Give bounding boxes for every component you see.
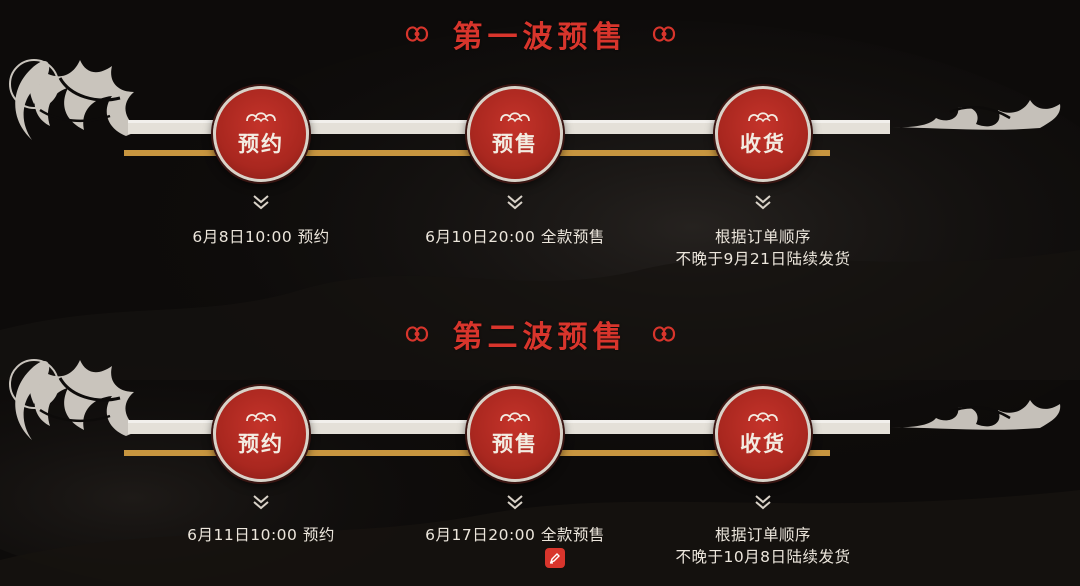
step-caption: 根据订单顺序 不晚于9月21日陆续发货 [648,226,878,270]
caption-line: 不晚于9月21日陆续发货 [675,250,851,268]
step-caption: 6月8日10:00 预约 [146,226,376,248]
step-label: 预约 [238,131,284,156]
double-chevron-down-icon [755,195,771,210]
double-chevron-down-icon [253,195,269,210]
auspicious-cloud-icon [246,112,276,123]
step-caption: 6月17日20:00 全款预售 [400,524,630,546]
ink-wave-swirl-icon [890,100,1061,130]
caption-line: 6月10日20:00 全款预售 [425,228,605,246]
caption-line: 6月11日10:00 预约 [187,526,335,544]
wave-heading: 第一波预售 [0,14,1080,55]
wave-heading: 第二波预售 [0,314,1080,355]
step-label: 收货 [740,431,786,456]
step-caption: 根据订单顺序 不晚于10月8日陆续发货 [648,524,878,568]
wave-1-section: 第一波预售 预约 预售 收货 6月8日 [0,0,1080,290]
step-node-presale: 预售 [467,86,563,182]
double-chevron-down-icon [507,195,523,210]
pen-edit-badge-icon [545,548,565,568]
auspicious-cloud-icon [748,412,778,423]
cloud-scroll-ornament-icon [652,326,675,342]
caption-line: 6月8日10:00 预约 [192,228,330,246]
double-chevron-down-icon [253,495,269,510]
wave-title: 第二波预售 [452,320,628,355]
wave-title: 第一波预售 [452,20,628,55]
auspicious-cloud-icon [246,412,276,423]
cloud-scroll-ornament-icon [405,326,428,342]
caption-line: 根据订单顺序 [714,228,811,246]
caption-line: 不晚于10月8日陆续发货 [675,548,851,566]
step-label: 预售 [492,131,538,156]
wave-2-section: 第二波预售 预约 预售 收货 6月11日10:00 预约 [0,300,1080,586]
step-label: 预售 [492,431,538,456]
step-label: 预约 [238,431,284,456]
step-caption: 6月10日20:00 全款预售 [400,226,630,248]
caption-line: 根据订单顺序 [714,526,811,544]
caption-line: 6月17日20:00 全款预售 [425,526,605,544]
step-node-presale: 预售 [467,386,563,482]
step-node-reserve: 预约 [213,86,309,182]
step-caption: 6月11日10:00 预约 [146,524,376,546]
cloud-scroll-ornament-icon [405,26,428,42]
double-chevron-down-icon [755,495,771,510]
ink-wave-swirl-icon [890,400,1061,430]
ink-flame-swirl-icon [9,59,141,140]
step-label: 收货 [740,131,786,156]
auspicious-cloud-icon [500,112,530,123]
step-node-receive: 收货 [715,386,811,482]
step-node-reserve: 预约 [213,386,309,482]
double-chevron-down-icon [507,495,523,510]
step-node-receive: 收货 [715,86,811,182]
auspicious-cloud-icon [748,112,778,123]
cloud-scroll-ornament-icon [652,26,675,42]
auspicious-cloud-icon [500,412,530,423]
ink-flame-swirl-icon [9,359,141,440]
